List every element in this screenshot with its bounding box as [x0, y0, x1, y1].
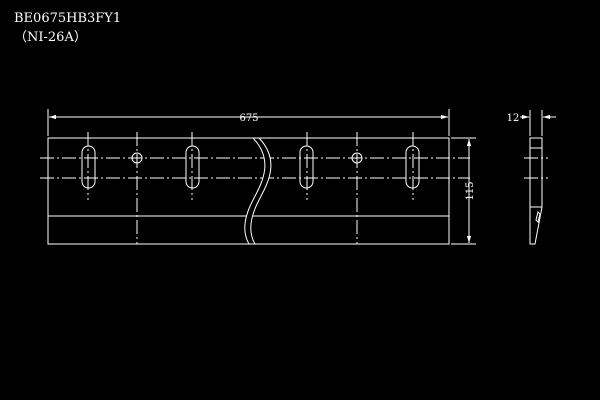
side-profile [529, 137, 543, 245]
length-value: 675 [239, 113, 258, 124]
mounting-slot [185, 145, 200, 189]
material-code: （NI-26A） [14, 30, 87, 45]
thickness-dimension: 12 [507, 110, 556, 136]
length-dimension: 675 [47, 109, 450, 136]
break-line [244, 137, 272, 245]
height-value: 115 [465, 181, 476, 200]
center-lines [40, 132, 470, 244]
part-number: BE0675HB3FY1 [14, 11, 122, 26]
height-dimension: 115 [451, 137, 476, 245]
round-holes [131, 152, 363, 164]
mounting-slot [405, 145, 420, 189]
mounting-slots [81, 145, 420, 189]
round-hole [351, 152, 363, 164]
blade-side-view [524, 137, 548, 245]
break-symbol [244, 137, 272, 245]
round-hole [131, 152, 143, 164]
mounting-slot [299, 145, 314, 189]
side-view-detail [535, 211, 541, 223]
thickness-value: 12 [507, 113, 520, 124]
mounting-slot [81, 145, 96, 189]
